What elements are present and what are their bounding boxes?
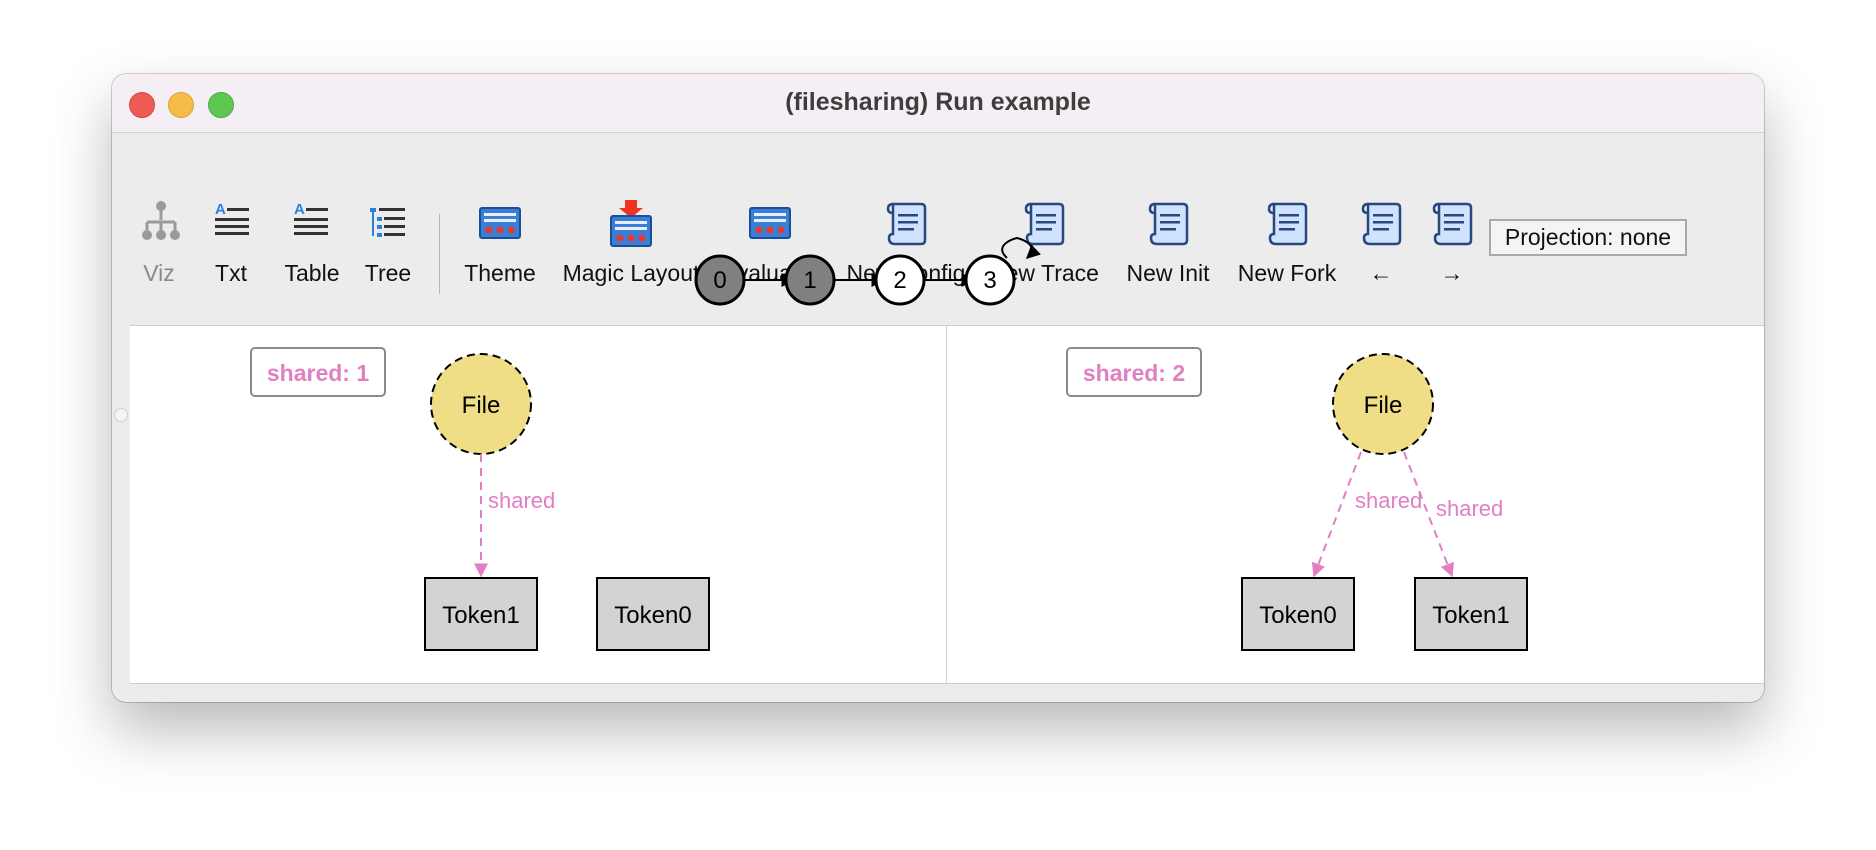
graph-tree-icon <box>142 201 180 240</box>
projection-selector[interactable]: Projection: none <box>1489 219 1687 256</box>
new-init-button[interactable]: New Init <box>1124 202 1212 287</box>
toolbar-separator <box>439 214 440 294</box>
text-icon: A <box>215 201 249 235</box>
token1-label: Token1 <box>1432 602 1509 629</box>
shared-edge-label: shared <box>1355 488 1422 513</box>
next-state-button[interactable]: → <box>1427 202 1477 287</box>
viz-button[interactable]: Viz <box>134 201 184 287</box>
token0-label: Token0 <box>1259 602 1336 629</box>
right-graph: shared: 2 File shared shared Token0 Toke… <box>1066 347 1528 651</box>
visualization-panes: shared: 1 File shared Token1 Token0 <box>130 325 1764 684</box>
shared-count-box <box>250 347 386 397</box>
file-node-label: File <box>462 392 501 419</box>
table-label: Table <box>284 260 340 286</box>
tree-list-icon <box>370 208 405 237</box>
svg-text:A: A <box>294 201 305 218</box>
evaluator-panel-icon <box>749 207 791 239</box>
window-title: (filesharing) Run example <box>785 88 1091 116</box>
pane-divider[interactable] <box>946 326 947 683</box>
state-node-0[interactable]: 0 <box>694 254 746 306</box>
toolbar: Viz A Txt A Table <box>112 132 1764 294</box>
split-handle[interactable] <box>114 408 128 422</box>
file-node[interactable]: File <box>430 353 532 455</box>
state-trace: 0 1 2 3 <box>694 236 1041 306</box>
close-window-button[interactable] <box>129 92 155 118</box>
scroll-icon <box>1024 202 1065 246</box>
file-node[interactable]: File <box>1332 353 1434 455</box>
state-loop-arrow <box>1001 236 1041 259</box>
shared-count-box <box>1066 347 1202 397</box>
table-icon: A <box>294 201 328 235</box>
left-graph: shared: 1 File shared Token1 Token0 <box>250 347 710 651</box>
magic-layout-icon <box>610 200 652 247</box>
shared-edge-label: shared <box>488 488 555 513</box>
previous-state-label: ← <box>1369 260 1393 286</box>
title-bar: (filesharing) Run example <box>112 74 1764 133</box>
theme-label: Theme <box>464 260 536 286</box>
scroll-icon <box>1148 202 1189 246</box>
scroll-icon <box>1432 202 1473 246</box>
state-node-label: 3 <box>983 267 996 294</box>
txt-label: Txt <box>215 260 247 286</box>
state-node-2[interactable]: 2 <box>874 254 926 306</box>
theme-panel-icon <box>479 207 521 239</box>
next-state-label: → <box>1440 260 1464 286</box>
new-init-label: New Init <box>1126 260 1210 286</box>
shared-edge <box>1311 451 1362 578</box>
file-node-label: File <box>1364 392 1403 419</box>
token0-label: Token0 <box>614 602 691 629</box>
viz-label: Viz <box>143 260 175 286</box>
run-example-window: (filesharing) Run example Viz A <box>112 74 1764 702</box>
scroll-icon <box>1267 202 1308 246</box>
magic-layout-label: Magic Layout <box>562 260 700 286</box>
token0-node[interactable]: Token0 <box>596 577 710 651</box>
token0-node[interactable]: Token0 <box>1241 577 1355 651</box>
scroll-icon <box>1361 202 1402 246</box>
maximize-window-button[interactable] <box>208 92 234 118</box>
state-node-3[interactable]: 3 <box>964 254 1016 306</box>
shared-count-label: shared: 1 <box>267 360 369 386</box>
table-button[interactable]: A Table <box>282 201 342 287</box>
token1-label: Token1 <box>442 602 519 629</box>
minimize-window-button[interactable] <box>168 92 194 118</box>
state-node-1[interactable]: 1 <box>784 254 836 306</box>
token1-node[interactable]: Token1 <box>1414 577 1528 651</box>
instance-graphs: shared: 1 File shared Token1 Token0 <box>250 347 1528 651</box>
previous-state-button[interactable]: ← <box>1356 202 1406 287</box>
state-node-label: 2 <box>893 267 906 294</box>
state-node-label: 1 <box>803 267 816 294</box>
txt-button[interactable]: A Txt <box>207 201 255 287</box>
new-fork-button[interactable]: New Fork <box>1236 202 1338 287</box>
svg-text:A: A <box>215 201 226 218</box>
tree-button[interactable]: Tree <box>362 208 414 287</box>
tree-label: Tree <box>364 260 412 286</box>
scroll-icon <box>886 202 927 246</box>
state-node-label: 0 <box>713 267 726 294</box>
shared-count-label: shared: 2 <box>1083 360 1185 386</box>
token1-node[interactable]: Token1 <box>424 577 538 651</box>
new-fork-label: New Fork <box>1237 260 1337 286</box>
theme-button[interactable]: Theme <box>460 207 540 287</box>
shared-edge-label: shared <box>1436 496 1503 521</box>
magic-layout-button[interactable]: Magic Layout <box>559 200 703 287</box>
